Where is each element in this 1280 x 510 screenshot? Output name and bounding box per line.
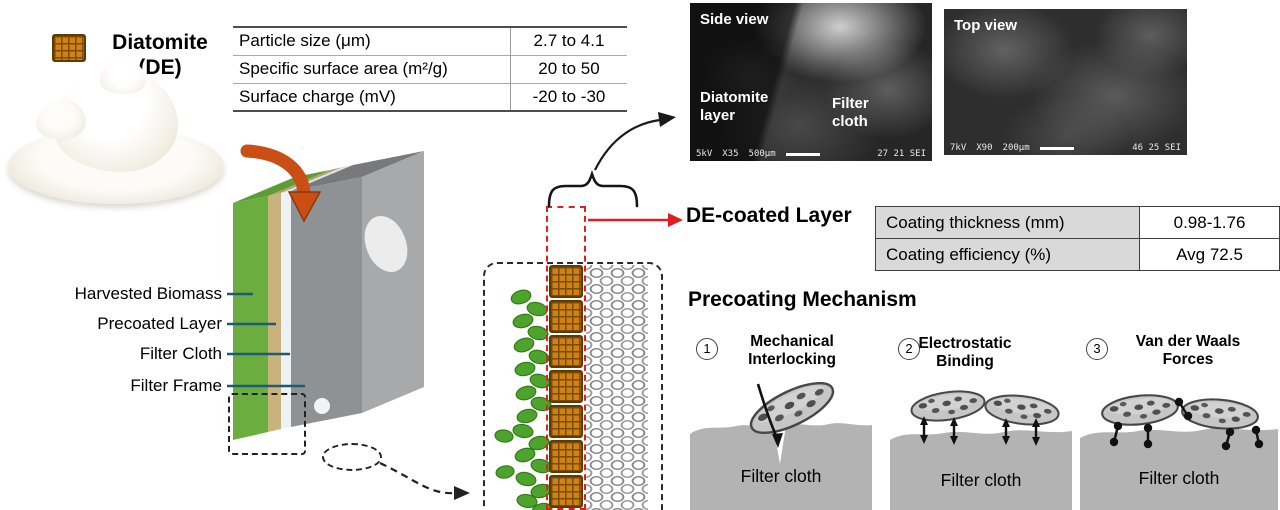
table-row: Coating thickness (mm) 0.98-1.76: [874, 206, 1280, 239]
table-row: Surface charge (mV) -20 to -30: [233, 83, 627, 111]
diatomite-icon: [52, 34, 86, 62]
diatomite-abbr: (DE): [138, 56, 182, 79]
de-layer-arrowhead: [668, 213, 683, 227]
mechanism-title: Precoating Mechanism: [688, 288, 917, 311]
diatomite-particle: [982, 390, 1062, 430]
filter-cloth-base: [890, 430, 1072, 510]
harvested-biomass-layer: [233, 196, 268, 440]
mechanism-1-illustration: [690, 382, 872, 510]
de-particle-block: [549, 370, 583, 403]
de-particle-block: [549, 475, 583, 508]
zoom-source-box: [228, 393, 306, 455]
de-particle-block: [549, 335, 583, 368]
powder-bump: [36, 100, 86, 140]
label-precoated-layer: Precoated Layer: [97, 314, 222, 333]
sem-filter-cloth-label: Filter cloth: [832, 95, 869, 130]
electrostatic-arrows: [920, 416, 1040, 446]
powder-bump: [100, 60, 146, 94]
filter-frame-side: [362, 151, 424, 413]
sem-image-top-view: Top view 7kV X90 200μm 46 25 SEI: [944, 9, 1187, 155]
de-particle-block: [549, 300, 583, 333]
frame-small-hole: [314, 398, 330, 414]
filter-cloth-base: [690, 423, 872, 510]
mechanism-title-3: Van der Waals Forces: [1135, 333, 1241, 368]
precoated-layer: [268, 193, 281, 432]
property-label: Surface charge (mV): [239, 86, 396, 106]
filter-cloth-text-3: Filter cloth: [1138, 468, 1220, 488]
diatomite-particle: [908, 386, 988, 426]
filter-cloth-text-1: Filter cloth: [740, 466, 822, 486]
filter-cloth-text-2: Filter cloth: [940, 470, 1022, 490]
property-value: 2.7 to 4.1: [510, 27, 627, 55]
de-particle-block: [549, 440, 583, 473]
mechanism-3-illustration: [1080, 390, 1278, 510]
de-particle-block: [549, 265, 583, 298]
zoom-source-ellipse: [322, 443, 382, 471]
schematic-dashed-box: [483, 262, 663, 510]
property-label: Specific surface area (m²/g): [239, 59, 448, 78]
diatomite-particle: [1179, 395, 1261, 433]
filter-frame-front: [291, 177, 362, 427]
mechanism-title-2: Electrostatic Binding: [918, 335, 1012, 370]
label-filter-cloth: Filter Cloth: [139, 344, 222, 363]
filter-cloth-weave: [586, 265, 648, 510]
property-value: -20 to -30: [510, 83, 627, 111]
label-harvested-biomass: Harvested Biomass: [74, 284, 222, 303]
table-row: Coating efficiency (%) Avg 72.5: [874, 238, 1280, 271]
diatomite-particle: [1099, 390, 1181, 430]
zoom-arrowhead: [454, 486, 470, 500]
scale-bar: [785, 152, 820, 156]
diatomite-powder-image: [8, 60, 226, 206]
de-coated-layer-label: DE-coated Layer: [686, 204, 852, 227]
mechanism-number-2: 2: [898, 338, 920, 360]
diatomite-heading: Diatomite (DE): [90, 30, 230, 80]
frame-hole: [364, 215, 408, 273]
sem-diatomite-layer-label: Diatomite layer: [700, 89, 769, 124]
vdw-bonds: [1109, 397, 1264, 451]
table-row: Particle size (μm) 2.7 to 4.1: [233, 27, 627, 55]
filter-cloth-layer: [281, 191, 291, 429]
sem-side-footer: 5kV X35 500μm 27 21 SEI: [696, 149, 926, 159]
sem-image-side-view: Side view Diatomite layer Filter cloth 5…: [690, 3, 932, 161]
coating-label: Coating thickness (mm): [874, 206, 1141, 239]
scale-bar: [1039, 146, 1074, 150]
de-layer-highlight-box: [546, 206, 586, 510]
coating-table: Coating thickness (mm) 0.98-1.76 Coating…: [874, 206, 1280, 271]
zoom-dashed-arrow: [379, 462, 457, 495]
label-filter-frame: Filter Frame: [130, 376, 222, 395]
to-sem-arrowhead: [658, 112, 676, 127]
coating-value: Avg 72.5: [1139, 238, 1280, 271]
mechanism-number-1: 1: [696, 338, 718, 360]
mechanism-2-illustration: [890, 386, 1072, 510]
property-value: 20 to 50: [510, 55, 627, 83]
diatomite-name: Diatomite: [112, 31, 208, 54]
de-properties-table: Particle size (μm) 2.7 to 4.1 Specific s…: [233, 26, 627, 112]
table-row: Specific surface area (m²/g) 20 to 50: [233, 55, 627, 83]
sem-top-footer: 7kV X90 200μm 46 25 SEI: [950, 143, 1181, 153]
biomass-particles: [494, 289, 553, 510]
coating-label: Coating efficiency (%): [874, 238, 1141, 271]
mechanism-title-1: Mechanical Interlocking: [748, 333, 836, 368]
coating-value: 0.98-1.76: [1139, 206, 1280, 239]
property-label: Particle size (μm): [239, 31, 371, 51]
sem-side-title: Side view: [700, 11, 769, 28]
de-particle-block: [549, 405, 583, 438]
mechanism-number-3: 3: [1086, 338, 1108, 360]
arrowhead: [772, 433, 783, 448]
to-sem-arrow: [594, 118, 661, 171]
brace: [547, 169, 639, 208]
sem-top-title: Top view: [954, 17, 1018, 34]
